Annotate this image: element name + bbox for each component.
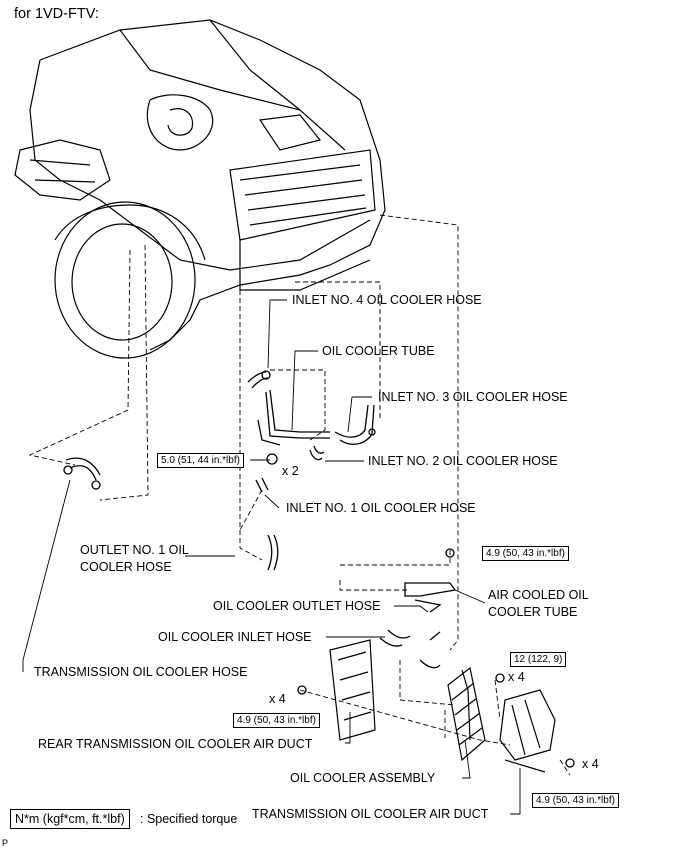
- dashed-routing-lines: [28, 214, 571, 776]
- torque-spec-box: 4.9 (50, 43 in.*lbf): [233, 713, 320, 728]
- bolt-count-label: x 2: [282, 464, 299, 478]
- corner-mark: P: [2, 838, 9, 848]
- oil-cooler-assembly: [447, 666, 486, 762]
- label-oil-cooler-assembly: OIL COOLER ASSEMBLY: [290, 771, 436, 785]
- bolt-count-label: x 4: [582, 757, 599, 771]
- vehicle-front-illustration: [14, 19, 386, 359]
- label-oil-cooler-tube: OIL COOLER TUBE: [322, 344, 435, 358]
- legend-unit-box: N*m (kgf*cm, ft.*lbf): [10, 809, 130, 829]
- label-air-cooled-tube: AIR COOLED OIL COOLER TUBE: [488, 588, 589, 619]
- torque-spec-box: 12 (122, 9): [510, 652, 567, 667]
- legend-text: : Specified torque: [140, 812, 238, 826]
- label-inlet-no1-hose: INLET NO. 1 OIL COOLER HOSE: [286, 501, 476, 515]
- label-transmission-oil-cooler-hose: TRANSMISSION OIL COOLER HOSE: [34, 665, 248, 679]
- bolt-count-label: x 4: [508, 670, 525, 684]
- label-oil-cooler-outlet-hose: OIL COOLER OUTLET HOSE: [213, 599, 381, 613]
- label-transmission-air-duct: TRANSMISSION OIL COOLER AIR DUCT: [252, 807, 489, 821]
- label-inlet-no4-hose: INLET NO. 4 OIL COOLER HOSE: [292, 293, 482, 307]
- torque-spec-box: 5.0 (51, 44 in.*lbf): [157, 453, 244, 468]
- diagram-title: for 1VD-FTV:: [14, 6, 99, 22]
- torque-spec-box: 4.9 (50, 43 in.*lbf): [482, 546, 569, 561]
- label-outlet-no1-hose: OUTLET NO. 1 OIL COOLER HOSE: [80, 543, 189, 574]
- torque-spec-box: 4.9 (50, 43 in.*lbf): [532, 793, 619, 808]
- label-inlet-no3-hose: INLET NO. 3 OIL COOLER HOSE: [378, 390, 568, 404]
- oil-cooler-hoses: [63, 370, 575, 768]
- label-rear-air-duct: REAR TRANSMISSION OIL COOLER AIR DUCT: [38, 737, 313, 751]
- bolt-count-label: x 4: [269, 692, 286, 706]
- leader-lines: [22, 299, 521, 815]
- transmission-air-duct: [499, 689, 556, 773]
- rear-air-duct: [329, 639, 376, 741]
- label-oil-cooler-inlet-hose: OIL COOLER INLET HOSE: [158, 630, 312, 644]
- label-inlet-no2-hose: INLET NO. 2 OIL COOLER HOSE: [368, 454, 558, 468]
